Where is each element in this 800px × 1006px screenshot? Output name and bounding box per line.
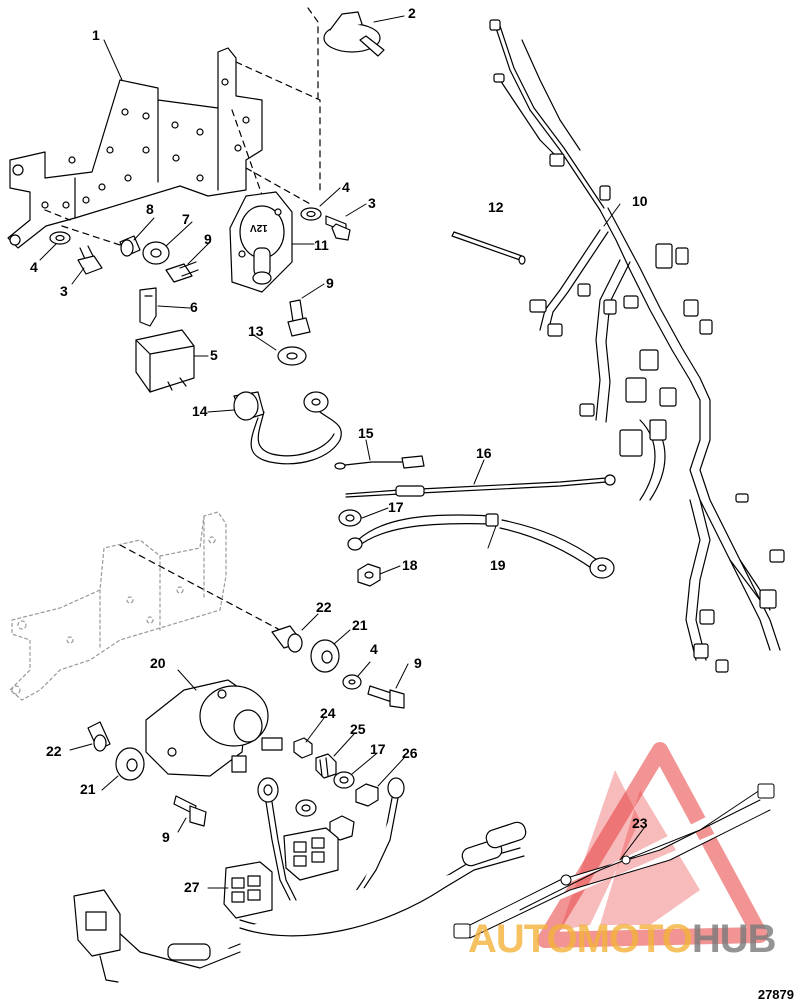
part-15-cable — [334, 455, 425, 470]
callout-6: 6 — [190, 299, 198, 315]
part-4-washer-b — [49, 231, 71, 245]
callout-13: 13 — [248, 323, 264, 339]
part-11-solenoid — [229, 191, 293, 293]
part-26-nut — [355, 783, 379, 807]
part-1-bracket — [7, 47, 263, 249]
callout-15: 15 — [358, 425, 374, 441]
part-21-grommet-a — [310, 639, 340, 673]
part-7-grommet — [142, 241, 170, 265]
part-9-bolt-c — [367, 685, 405, 709]
part-9-bolt-b — [287, 299, 311, 337]
drawing-number: 27879 — [757, 987, 794, 1002]
callout-27: 27 — [184, 879, 200, 895]
part-2-clamp — [323, 11, 385, 57]
callout-11: 11 — [314, 237, 329, 253]
part-8-sleeve — [119, 235, 141, 257]
callout-21a: 21 — [352, 617, 368, 633]
part-3-bolt-a — [325, 215, 351, 241]
part-24-nut — [293, 737, 313, 759]
harness-connectors — [489, 19, 785, 673]
part-5-relay — [135, 329, 195, 393]
callout-9b: 9 — [326, 275, 334, 291]
callout-20: 20 — [150, 655, 166, 671]
callout-25: 25 — [350, 721, 366, 737]
part-3-bolt-b — [77, 245, 103, 275]
part-23-harness — [453, 783, 775, 939]
part-9-bolt-d — [173, 795, 207, 827]
callout-4b: 4 — [30, 259, 38, 275]
part-22-sleeve-a — [271, 625, 303, 653]
callout-9c: 9 — [414, 655, 422, 671]
part-25-nut — [315, 753, 337, 779]
leader-lines — [39, 15, 645, 889]
callout-1: 1 — [92, 27, 100, 43]
part-12-pin — [451, 231, 526, 265]
part-18-nut — [357, 563, 381, 587]
callout-9a: 9 — [204, 231, 212, 247]
callout-4a: 4 — [342, 179, 350, 195]
part-10-harness — [495, 25, 781, 661]
callout-19: 19 — [490, 557, 506, 573]
callout-10: 10 — [632, 193, 648, 209]
part-9-bolt-a — [165, 261, 199, 283]
part-4-washer-c — [342, 674, 362, 690]
part-21-grommet-b — [115, 747, 145, 781]
part-4-washer-a — [300, 207, 322, 221]
part-14-cable — [233, 391, 342, 465]
callout-8: 8 — [146, 201, 154, 217]
solenoid-marking: 12V — [250, 222, 268, 233]
part-16-cable — [345, 474, 616, 498]
part-20-solenoid — [145, 679, 283, 777]
callout-18: 18 — [402, 557, 418, 573]
callout-3b: 3 — [60, 283, 68, 299]
alignment-lines — [44, 7, 321, 641]
callout-14: 14 — [192, 403, 208, 419]
callout-16: 16 — [476, 445, 492, 461]
part-17-washer-b — [333, 771, 355, 789]
callout-17a: 17 — [388, 499, 404, 515]
callout-26: 26 — [402, 745, 418, 761]
part-27-harness — [73, 777, 527, 983]
callout-5: 5 — [210, 347, 218, 363]
callout-22a: 22 — [316, 599, 332, 615]
part-17-washer-a — [338, 509, 362, 527]
part-19-cable — [347, 513, 615, 579]
ghost-bracket — [9, 511, 227, 701]
callout-17b: 17 — [370, 741, 386, 757]
callout-9d: 9 — [162, 829, 170, 845]
callout-4c: 4 — [370, 641, 378, 657]
part-22-sleeve-b — [87, 721, 111, 752]
callout-3a: 3 — [368, 195, 376, 211]
part-6-clip — [139, 287, 157, 327]
callout-12: 12 — [488, 199, 504, 215]
callout-24: 24 — [320, 705, 336, 721]
callout-21b: 21 — [80, 781, 96, 797]
callout-7: 7 — [182, 211, 190, 227]
callout-2: 2 — [408, 5, 416, 21]
part-13-washer — [277, 346, 307, 366]
watermark-text: AUTOMOTOHUB — [468, 917, 777, 961]
callout-23: 23 — [632, 815, 648, 831]
callout-22b: 22 — [46, 743, 62, 759]
